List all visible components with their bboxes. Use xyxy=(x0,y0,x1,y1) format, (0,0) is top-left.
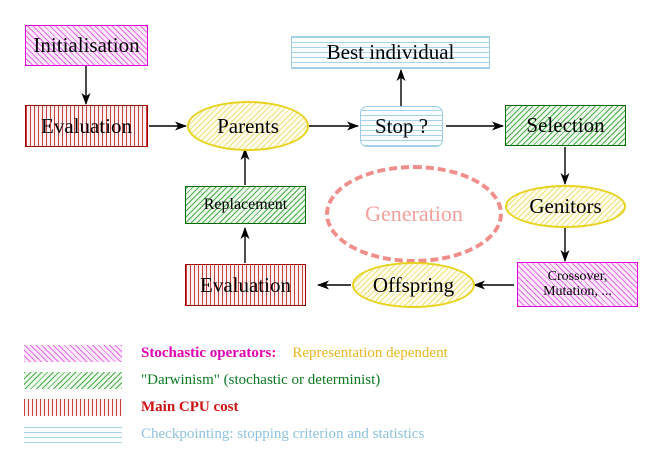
node-parents[interactable]: Parents xyxy=(187,101,309,151)
node-replacement-label: Replacement xyxy=(203,195,288,213)
node-stop[interactable]: Stop ? xyxy=(360,106,443,147)
node-initialisation-label: Initialisation xyxy=(33,33,140,58)
legend-swatch-blue-horizontal-hatch xyxy=(24,426,122,443)
legend-label-main-cpu-cost: Main CPU cost xyxy=(141,399,239,415)
legend-swatch-green-diagonal-hatch xyxy=(24,372,122,389)
legend-swatch-magenta-diagonal-hatch xyxy=(24,345,122,362)
node-evaluation-top-label: Evaluation xyxy=(41,113,132,138)
node-crossover-mutation-label: Crossover, Mutation, ... xyxy=(543,268,612,299)
node-genitors-label: Genitors xyxy=(529,194,602,219)
legend-label-representation-dependent: Representation dependent xyxy=(292,345,448,361)
node-evaluation-bottom[interactable]: Evaluation xyxy=(185,264,306,306)
legend-item-main-cpu-cost: Main CPU cost xyxy=(24,399,239,416)
node-offspring[interactable]: Offspring xyxy=(352,262,475,308)
legend-item-darwinism: "Darwinism" (stochastic or determinist) xyxy=(24,372,380,389)
node-best-individual[interactable]: Best individual xyxy=(291,36,490,69)
node-selection[interactable]: Selection xyxy=(505,105,626,146)
node-generation-label: Generation xyxy=(365,201,463,226)
node-evaluation-top[interactable]: Evaluation xyxy=(25,105,148,147)
node-generation: Generation xyxy=(325,165,503,263)
legend-item-checkpointing: Checkpointing: stopping criterion and st… xyxy=(24,426,424,443)
node-replacement[interactable]: Replacement xyxy=(185,186,306,224)
node-parents-label: Parents xyxy=(217,113,279,138)
node-genitors[interactable]: Genitors xyxy=(505,185,626,228)
node-selection-label: Selection xyxy=(526,113,605,138)
node-stop-label: Stop ? xyxy=(374,114,429,139)
legend-label-checkpointing: Checkpointing: stopping criterion and st… xyxy=(141,426,425,442)
legend-label-stochastic-operators: Stochastic operators: xyxy=(141,345,277,361)
node-crossover-mutation[interactable]: Crossover, Mutation, ... xyxy=(517,262,638,307)
node-offspring-label: Offspring xyxy=(372,272,455,297)
legend-swatch-red-vertical-hatch xyxy=(24,399,122,416)
node-evaluation-bottom-label: Evaluation xyxy=(200,272,291,297)
node-best-individual-label: Best individual xyxy=(326,40,455,65)
node-initialisation[interactable]: Initialisation xyxy=(25,25,148,66)
legend-item-stochastic-operators: Stochastic operators: Representation dep… xyxy=(24,345,448,362)
legend-label-darwinism: "Darwinism" (stochastic or determinist) xyxy=(141,372,381,388)
